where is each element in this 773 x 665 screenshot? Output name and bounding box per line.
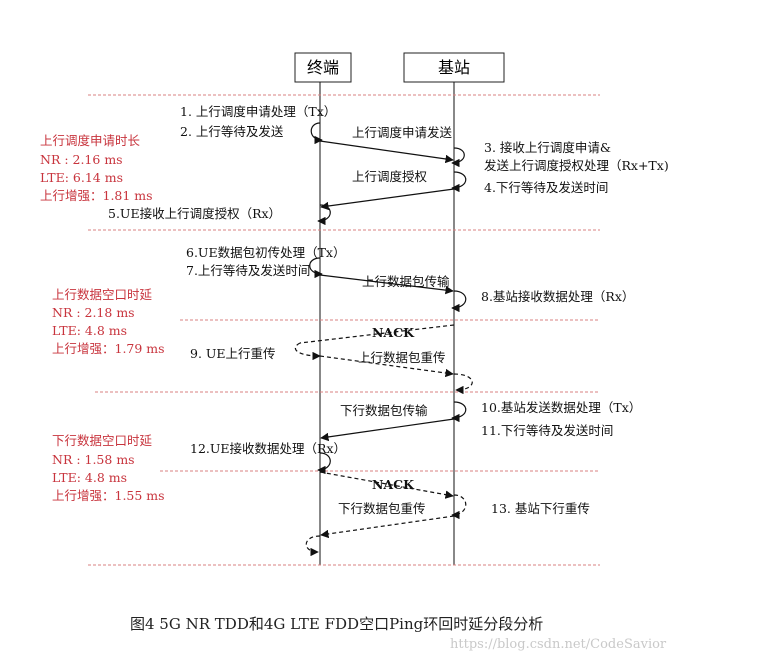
step-label: 7.上行等待及发送时间: [186, 263, 310, 278]
message-label: NACK: [372, 325, 415, 340]
step-label: 13. 基站下行重传: [491, 501, 590, 516]
watermark: https://blog.csdn.net/CodeSavior: [450, 637, 667, 652]
latency-note-title: 上行数据空口时延: [52, 287, 153, 302]
step-label: 1. 上行调度申请处理（Tx）: [180, 104, 336, 119]
step-label: 发送上行调度授权处理（Rx+Tx): [484, 158, 669, 173]
latency-note-gain: 上行增强：1.55 ms: [52, 488, 165, 503]
retransmit-loop: [451, 494, 467, 520]
step-label: 12.UE接收数据处理（Rx）: [190, 441, 346, 456]
base-station-label: 基站: [438, 58, 470, 77]
message-label: NACK: [372, 477, 415, 492]
uplink-data-arrow: [319, 274, 454, 295]
step-label: 8.基站接收数据处理（Rx）: [481, 289, 634, 304]
uplink-sr-arrow: [319, 140, 454, 164]
uplink-grant-arrow: [320, 188, 455, 211]
figure-caption: 图4 5G NR TDD和4G LTE FDD空口Ping环回时延分段分析: [130, 615, 543, 633]
process-loop: [451, 401, 467, 423]
step-label: 10.基站发送数据处理（Tx）: [481, 400, 641, 415]
terminal-label: 终端: [307, 58, 339, 77]
process-loop: [451, 171, 467, 193]
message-label: 下行数据包重传: [338, 501, 426, 516]
message-label: 上行数据包重传: [358, 350, 446, 365]
step-label: 2. 上行等待及发送: [180, 124, 284, 139]
process-loop: [451, 290, 467, 313]
message-label: 上行调度授权: [352, 169, 428, 184]
message-label: 下行数据包传输: [340, 403, 428, 418]
step-label: 3. 接收上行调度申请&: [484, 140, 611, 155]
retransmit-loop: [453, 373, 473, 395]
latency-note-title: 下行数据空口时延: [52, 433, 153, 448]
latency-note-nr: NR : 1.58 ms: [52, 452, 135, 467]
latency-note-gain: 上行增强：1.79 ms: [52, 341, 165, 356]
process-loop: [309, 257, 323, 279]
retransmit-loop: [305, 535, 321, 557]
latency-note-nr: NR : 2.18 ms: [52, 305, 135, 320]
latency-note-lte: LTE: 6.14 ms: [40, 170, 123, 185]
latency-note-gain: 上行增强：1.81 ms: [40, 188, 153, 203]
step-label: 9. UE上行重传: [190, 346, 276, 361]
process-loop: [317, 452, 331, 475]
step-label: 5.UE接收上行调度授权（Rx）: [108, 206, 281, 221]
uplink-retransmit-arrow: [319, 355, 454, 378]
step-label: 6.UE数据包初传处理（Tx）: [186, 245, 345, 260]
terminal-box: [294, 52, 352, 83]
base-station-box: [403, 52, 505, 83]
downlink-data-arrow: [320, 418, 455, 442]
message-label: 上行调度申请发送: [352, 125, 453, 140]
nack-arrow: [319, 471, 454, 499]
process-loop: [310, 122, 323, 145]
nack-arrow: [299, 324, 455, 344]
step-label: 11.下行等待及发送时间: [481, 423, 613, 438]
nack-arrow-tail: [294, 342, 321, 361]
process-loop: [451, 147, 465, 168]
downlink-retransmit-arrow: [320, 515, 455, 539]
message-label: 上行数据包传输: [362, 274, 450, 289]
step-label: 4.下行等待及发送时间: [484, 180, 608, 195]
latency-note-lte: LTE: 4.8 ms: [52, 323, 127, 338]
latency-note-title: 上行调度申请时长: [40, 133, 141, 148]
latency-note-nr: NR : 2.16 ms: [40, 152, 123, 167]
latency-note-lte: LTE: 4.8 ms: [52, 470, 127, 485]
